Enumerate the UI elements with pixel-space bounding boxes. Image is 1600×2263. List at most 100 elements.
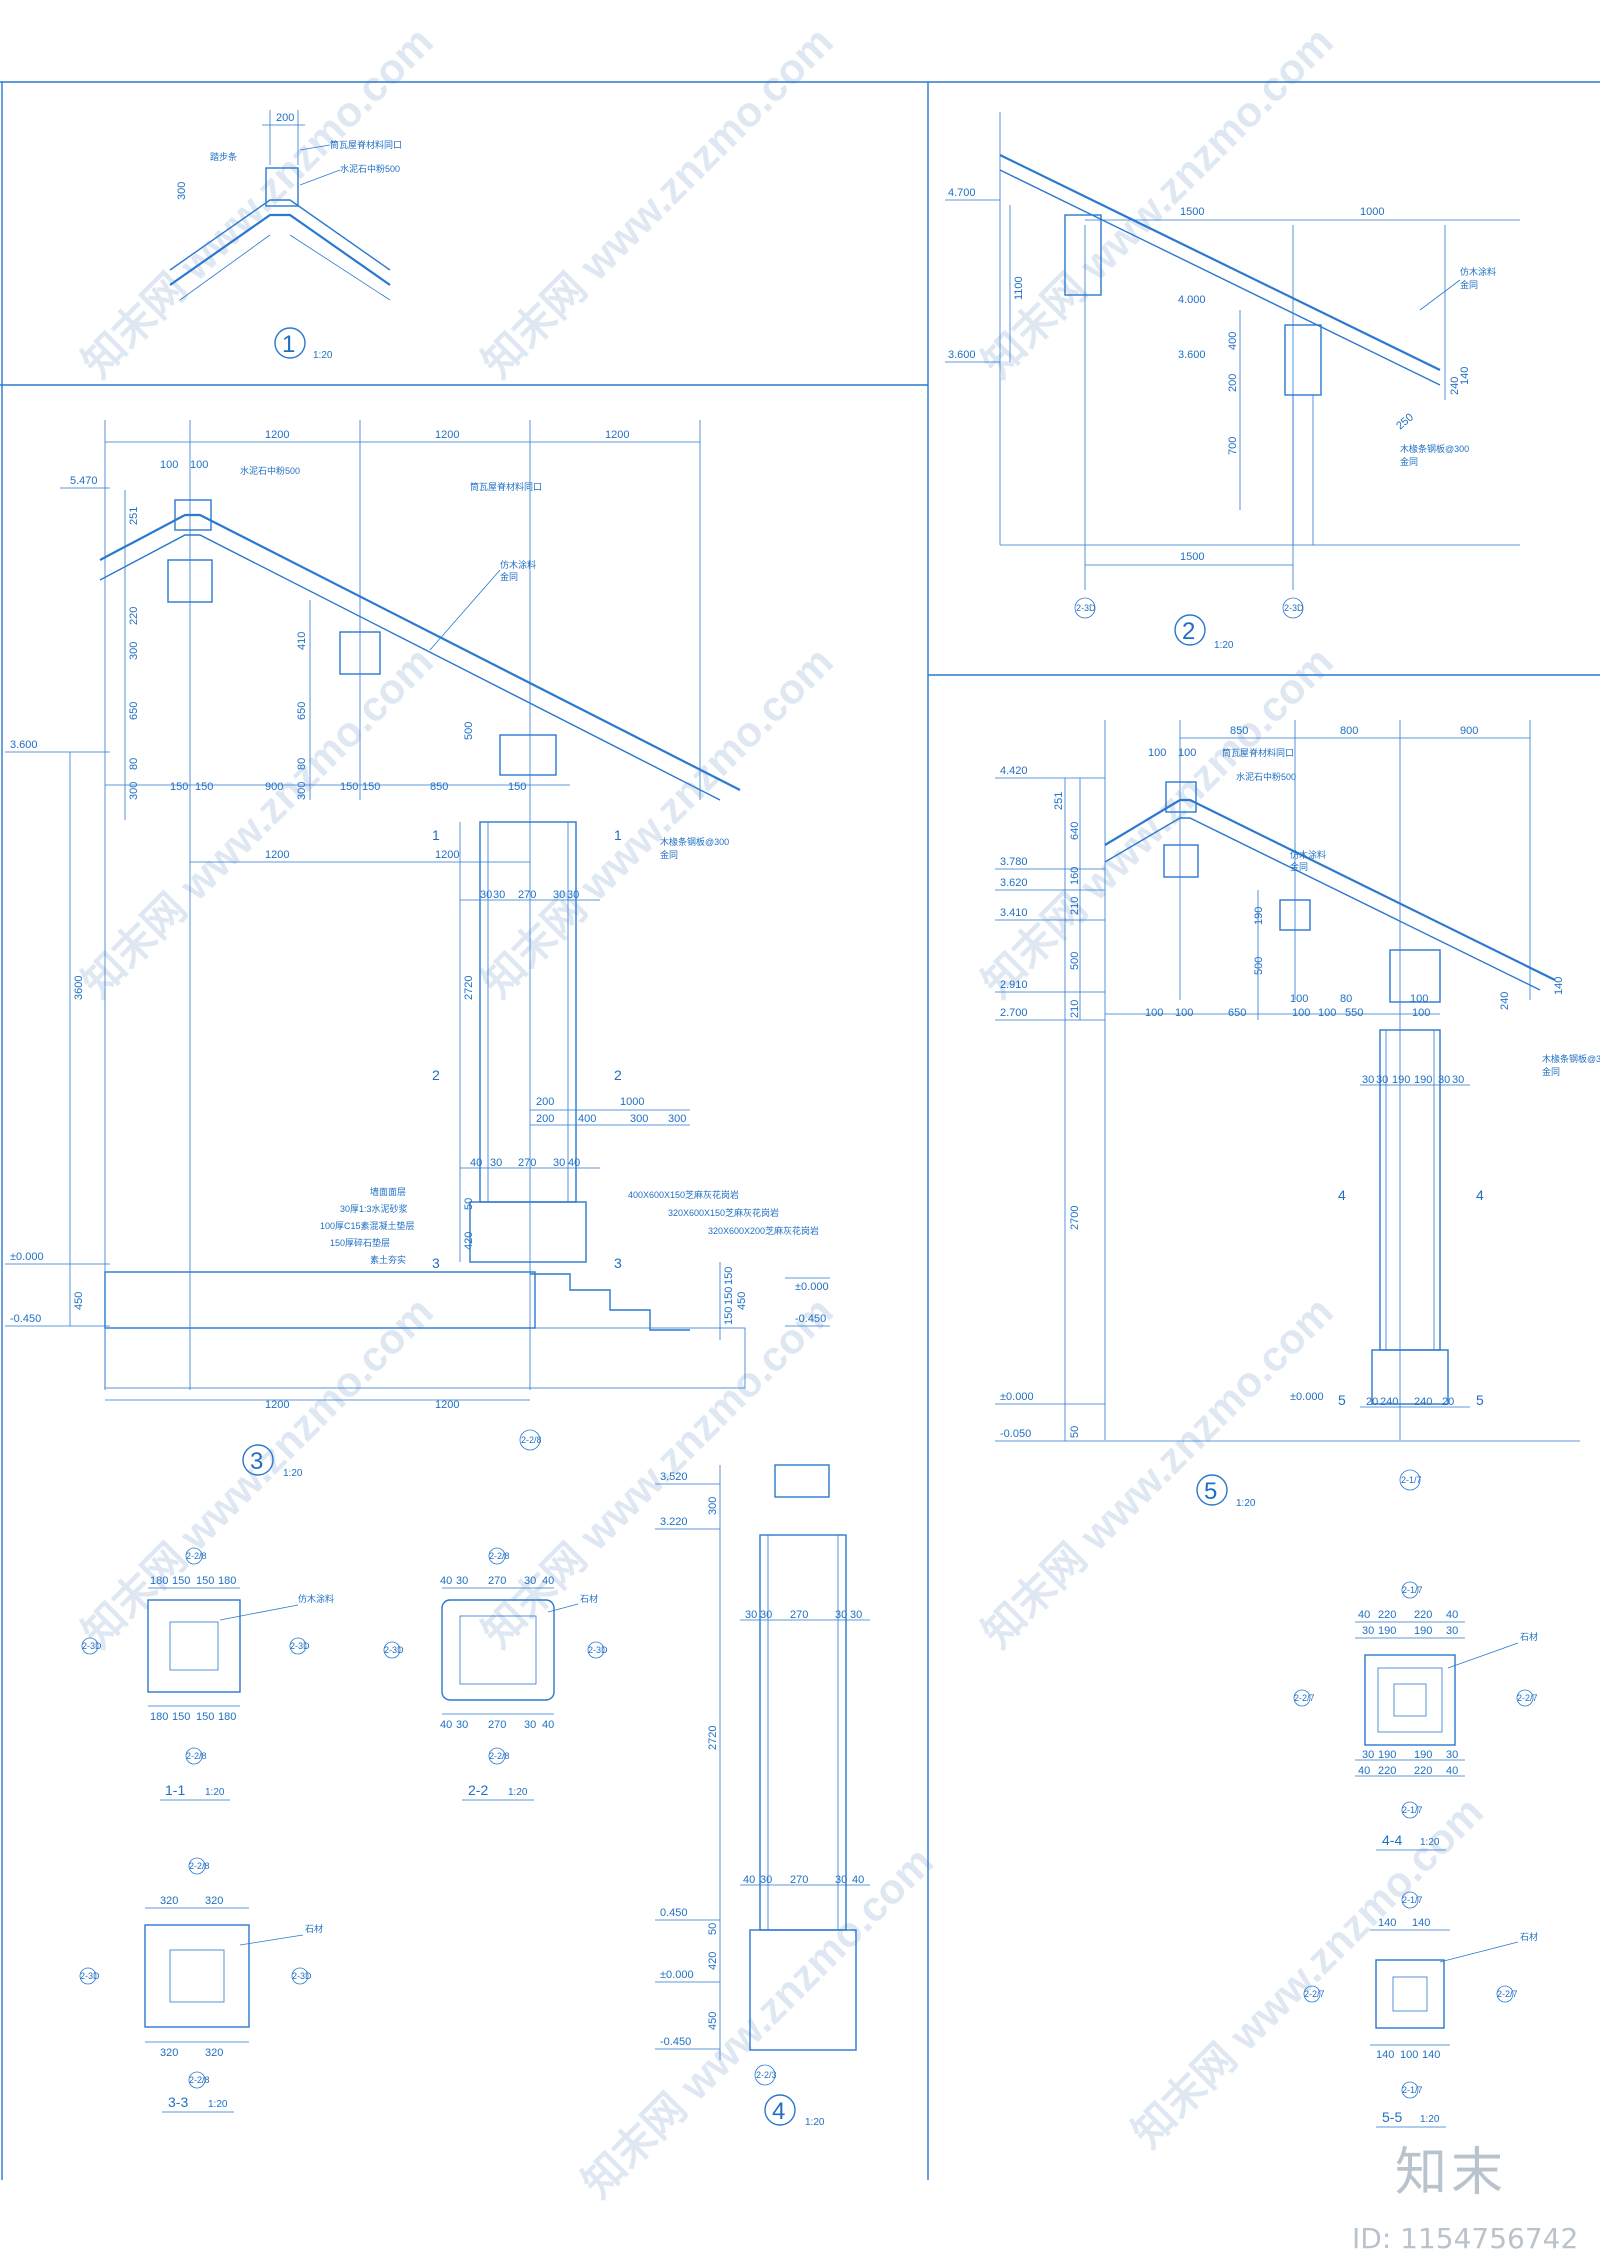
detail-5-note: 仿木涂料 xyxy=(1290,849,1326,860)
detail-2-dim: 1100 xyxy=(1013,276,1025,300)
sec-4-4-dim: 220 xyxy=(1378,1609,1396,1621)
detail-3-dim: 850 xyxy=(430,781,448,793)
detail-5-level: ±0.000 xyxy=(1000,1391,1034,1403)
sec-2-2-note: 石材 xyxy=(580,1593,598,1604)
watermark-text: 知末网 www.znzmo.com xyxy=(73,18,442,387)
detail-4-dim: 270 xyxy=(790,1874,808,1886)
sec-4-4-dim: 30 xyxy=(1362,1749,1374,1761)
detail-5-dim: 800 xyxy=(1340,725,1358,737)
detail-3-dim: 200 xyxy=(536,1096,554,1108)
detail-5-dim: 100 xyxy=(1412,1007,1430,1019)
detail-3-floor-note: 100厚C15素混凝土垫层 xyxy=(320,1220,415,1231)
sec-2-2-dim: 30 xyxy=(456,1575,468,1587)
sec-5-5-axis: 2-1/7 xyxy=(1402,2085,1423,2095)
detail-3-dim: 650 xyxy=(128,702,140,720)
sec-2-2-dim: 40 xyxy=(542,1719,554,1731)
detail-3-dim: 251 xyxy=(128,507,140,525)
detail-4-dim: 2720 xyxy=(707,1726,719,1750)
detail-4-dim: 40 xyxy=(852,1874,864,1886)
detail-3-dim: 30 xyxy=(480,889,492,901)
detail-3-dim: 150 xyxy=(340,781,358,793)
detail-5-dim: 100 xyxy=(1178,747,1196,759)
detail-5-note: 水泥石中粉500 xyxy=(1236,771,1296,782)
detail-3-level: ±0.000 xyxy=(10,1251,44,1263)
sec-1-1-dim: 180 xyxy=(150,1575,168,1587)
detail-3-dim: 40 xyxy=(470,1157,482,1169)
sec-4-4-dim: 30 xyxy=(1362,1625,1374,1637)
detail-5-dim: 30 xyxy=(1452,1074,1464,1086)
sec-1-1-axis: 2-2/8 xyxy=(186,1551,207,1561)
detail-3-dim: 1200 xyxy=(435,429,459,441)
detail-1-dim: 200 xyxy=(276,112,294,124)
sec-4-4-scale: 1:20 xyxy=(1420,1837,1440,1848)
sec-4-4-dim: 40 xyxy=(1446,1609,1458,1621)
sec-4-4-dim: 30 xyxy=(1446,1749,1458,1761)
detail-3-step-note: 320X600X200芝麻灰花岗岩 xyxy=(708,1225,819,1236)
detail-3-level: -0.450 xyxy=(10,1313,41,1325)
detail-2-note: 仿木涂料 xyxy=(1460,266,1496,277)
detail-3-dim: 650 xyxy=(296,702,308,720)
detail-3-dim: 300 xyxy=(668,1113,686,1125)
detail-5-dim: 190 xyxy=(1392,1074,1410,1086)
detail-3-dim: 1200 xyxy=(265,429,289,441)
detail-5-section-mark: 4 xyxy=(1338,1187,1346,1203)
sec-2-2-scale: 1:20 xyxy=(508,1787,528,1798)
brand-logo: 知末 xyxy=(1395,2143,1508,2203)
sec-1-1-note: 仿木涂料 xyxy=(298,1593,334,1604)
detail-5-dim: 251 xyxy=(1053,792,1065,810)
sec-4-4-axis: 2-1/7 xyxy=(1402,1805,1423,1815)
sec-4-4-title: 4-4 xyxy=(1382,1832,1402,1848)
detail-2-dim: 200 xyxy=(1227,374,1239,392)
detail-3-floor-note: 素土夯实 xyxy=(370,1254,406,1265)
detail-2-dim: 1000 xyxy=(1360,206,1384,218)
detail-5-dim: 240 xyxy=(1414,1396,1432,1408)
detail-3-dim: 450 xyxy=(73,1292,85,1310)
detail-4-scale: 1:20 xyxy=(805,2117,825,2128)
detail-3-note: 金同 xyxy=(660,849,678,860)
detail-4-dim: 50 xyxy=(707,1923,719,1935)
sec-5-5-dim: 140 xyxy=(1378,1917,1396,1929)
detail-3-dim: 30 xyxy=(567,889,579,901)
detail-5-section: 850 800 900 100 100 4.420 3.780 3.620 3.… xyxy=(995,720,1600,1509)
sec-1-1-dim: 150 xyxy=(196,1711,214,1723)
detail-5-level: 3.780 xyxy=(1000,856,1028,868)
detail-3-dim: 100 xyxy=(190,459,208,471)
detail-3-dim: 150 xyxy=(362,781,380,793)
detail-3-dim: 2720 xyxy=(463,976,475,1000)
detail-3-dim: 30 xyxy=(493,889,505,901)
sec-5-5-scale: 1:20 xyxy=(1420,2114,1440,2125)
detail-2-dim: 700 xyxy=(1227,437,1239,455)
detail-4-dim: 30 xyxy=(835,1874,847,1886)
detail-4-label: 4 xyxy=(772,2098,785,2125)
detail-3-dim: 1200 xyxy=(265,849,289,861)
detail-5-dim: 2700 xyxy=(1069,1206,1081,1230)
detail-3-dim: 1000 xyxy=(620,1096,644,1108)
sec-1-1-scale: 1:20 xyxy=(205,1787,225,1798)
detail-5-section-mark: 4 xyxy=(1476,1187,1484,1203)
detail-2-level: 4.700 xyxy=(948,187,976,199)
detail-5-level: 3.410 xyxy=(1000,907,1028,919)
detail-3-dim: 300 xyxy=(296,782,308,800)
detail-2-label: 2 xyxy=(1182,618,1195,645)
sec-4-4-dim: 190 xyxy=(1414,1625,1432,1637)
sec-2-2-axis: 2-2/8 xyxy=(489,1751,510,1761)
detail-4-dim: 300 xyxy=(707,1497,719,1515)
sec-2-2-title: 2-2 xyxy=(468,1782,488,1798)
detail-3-dim: 100 xyxy=(160,459,178,471)
detail-5-dim: 190 xyxy=(1414,1074,1432,1086)
detail-5-dim: 100 xyxy=(1175,1007,1193,1019)
detail-5-dim: 20 xyxy=(1366,1396,1378,1408)
detail-3-dim: 150 xyxy=(170,781,188,793)
sec-1-1-axis: 2-3D xyxy=(82,1641,102,1651)
detail-5-note: 金同 xyxy=(1542,1066,1560,1077)
detail-5-dim: 240 xyxy=(1380,1396,1398,1408)
detail-5-dim: 20 xyxy=(1442,1396,1454,1408)
detail-4-level: 0.450 xyxy=(660,1907,688,1919)
detail-3-step-note: 320X600X150芝麻灰花岗岩 xyxy=(668,1207,779,1218)
detail-3-note: 筒瓦屋脊材料同口 xyxy=(470,481,542,492)
sec-1-1-axis: 2-2/8 xyxy=(186,1751,207,1761)
detail-5-level: 4.420 xyxy=(1000,765,1028,777)
detail-2-scale: 1:20 xyxy=(1214,640,1234,651)
sec-4-4-dim: 190 xyxy=(1414,1749,1432,1761)
sec-2-2-dim: 30 xyxy=(524,1575,536,1587)
